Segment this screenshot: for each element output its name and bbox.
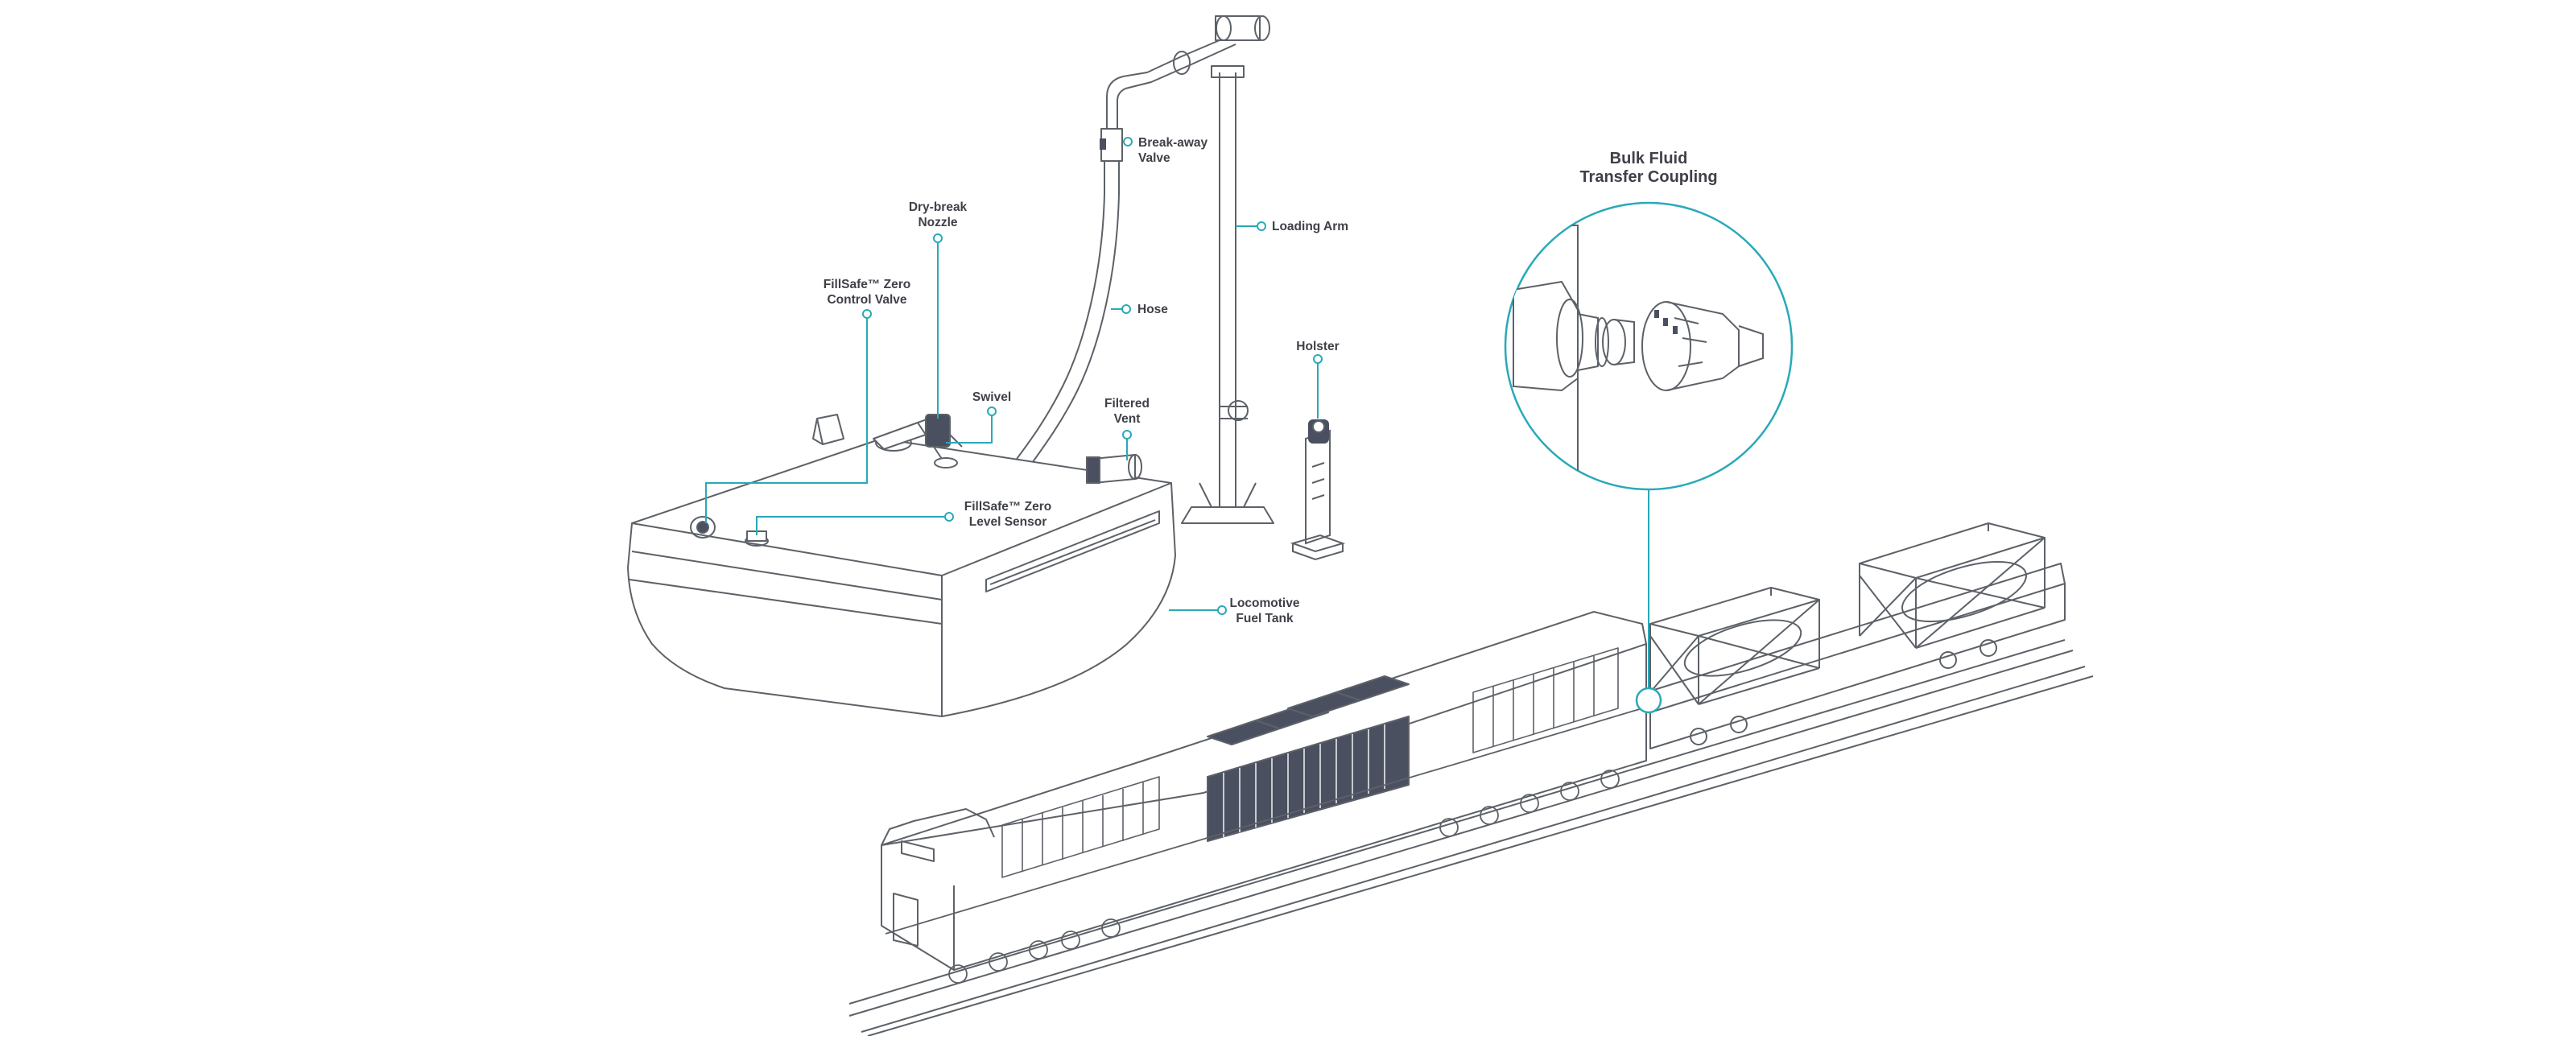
coupling-detail-lens: [1504, 201, 1794, 714]
fuel-tank-marker: [1217, 605, 1227, 615]
hose-label: Hose: [1137, 303, 1168, 316]
level-sensor-marker: [944, 512, 954, 522]
holster-label: Holster: [1296, 340, 1340, 353]
break-away-valve-label: Break-away Valve: [1138, 136, 1208, 165]
callout-markers: [862, 137, 1323, 615]
locomotive-fuel-tank-label: Locomotive Fuel Tank: [1229, 596, 1300, 625]
filtered-vent-marker: [1122, 430, 1132, 440]
bulk-fluid-coupling-label: Bulk Fluid Transfer Coupling: [1579, 150, 1718, 186]
control-valve-marker: [862, 309, 872, 319]
filtered-vent-label: Filtered Vent: [1104, 397, 1150, 426]
swivel-label: Swivel: [972, 390, 1012, 404]
locomotive-drawing: [848, 611, 2094, 1037]
break-away-valve-marker: [1123, 137, 1133, 147]
hose-marker: [1121, 304, 1131, 314]
fillsafe-level-sensor-label: FillSafe™ Zero Level Sensor: [964, 500, 1052, 529]
dry-break-nozzle-marker: [933, 233, 943, 243]
holster-drawing: [1290, 419, 1346, 561]
tank-cars-drawing: [1645, 522, 2066, 749]
fuel-tank-drawing: [627, 414, 1176, 717]
swivel-marker: [987, 407, 997, 416]
loading-arm-marker: [1257, 221, 1266, 231]
dry-break-nozzle-label: Dry-break Nozzle: [908, 200, 968, 229]
loading-arm-drawing: [1007, 15, 1274, 524]
fillsafe-control-valve-label: FillSafe™ Zero Control Valve: [823, 278, 911, 307]
callout-leaders: [705, 141, 1319, 611]
holster-marker: [1313, 354, 1323, 364]
loading-arm-label: Loading Arm: [1272, 220, 1349, 233]
